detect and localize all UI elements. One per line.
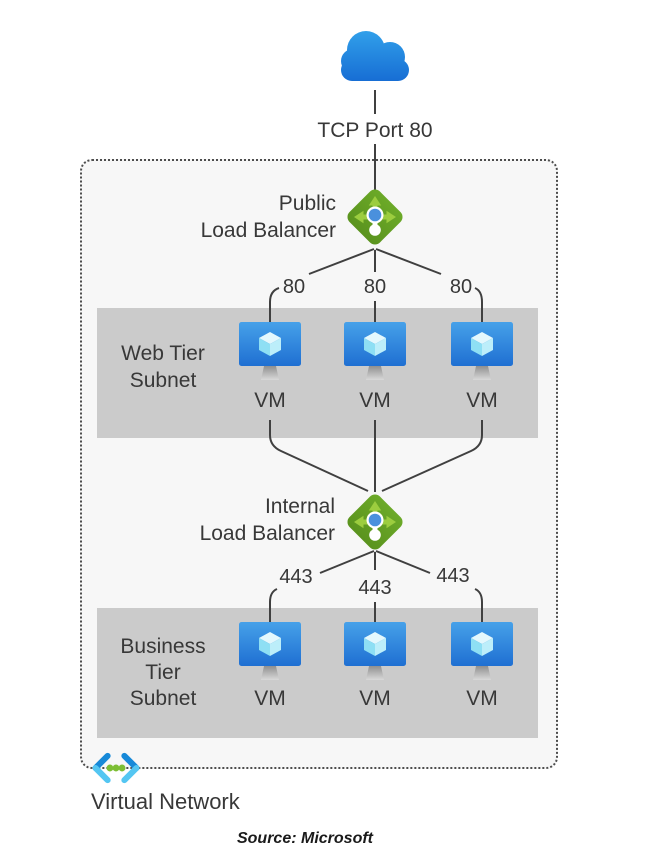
- vm-label-business-1: VM: [254, 687, 286, 710]
- web-subnet-label-line1: Web Tier: [121, 342, 205, 365]
- port-80-label-left: 80: [282, 276, 306, 298]
- source-caption: Source: Microsoft: [236, 830, 373, 847]
- port-443-label-right: 443: [436, 565, 470, 587]
- public-load-balancer-label: Public Load Balancer: [201, 190, 336, 244]
- public-lb-label-line1: Public: [278, 192, 336, 215]
- vm-icon-web-3: [450, 322, 514, 386]
- virtual-network-icon: [89, 751, 143, 785]
- business-subnet-label-line2: Tier: [145, 661, 181, 684]
- web-subnet-label-line2: Subnet: [129, 369, 197, 392]
- vm-icon-web-1: [238, 322, 302, 386]
- vm-icon-business-1: [238, 622, 302, 686]
- vm-label-web-1: VM: [254, 389, 286, 412]
- web-tier-subnet-label: Web Tier Subnet: [97, 340, 229, 394]
- vm-label-web-3: VM: [466, 389, 498, 412]
- public-load-balancer-icon: [342, 184, 408, 250]
- tcp-port-label: TCP Port 80: [317, 119, 433, 142]
- internet-cloud-icon: [337, 29, 413, 83]
- business-subnet-label-line3: Subnet: [129, 687, 197, 710]
- vm-label-business-3: VM: [466, 687, 498, 710]
- vm-icon-business-3: [450, 622, 514, 686]
- business-subnet-label-line1: Business: [120, 635, 206, 658]
- vm-icon-business-2: [343, 622, 407, 686]
- port-443-label-middle: 443: [358, 577, 392, 599]
- internal-lb-label-line1: Internal: [264, 495, 335, 518]
- vm-label-web-2: VM: [359, 389, 391, 412]
- port-80-label-middle: 80: [363, 276, 387, 298]
- internal-load-balancer-icon: [342, 489, 408, 555]
- virtual-network-label: Virtual Network: [91, 789, 240, 814]
- public-lb-label-line2: Load Balancer: [200, 219, 336, 242]
- vm-icon-web-2: [343, 322, 407, 386]
- port-80-label-right: 80: [449, 276, 473, 298]
- vm-label-business-2: VM: [359, 687, 391, 710]
- business-tier-subnet-label: Business Tier Subnet: [97, 634, 229, 712]
- port-443-label-left: 443: [279, 566, 313, 588]
- internal-lb-label-line2: Load Balancer: [199, 522, 335, 545]
- internal-load-balancer-label: Internal Load Balancer: [200, 493, 335, 547]
